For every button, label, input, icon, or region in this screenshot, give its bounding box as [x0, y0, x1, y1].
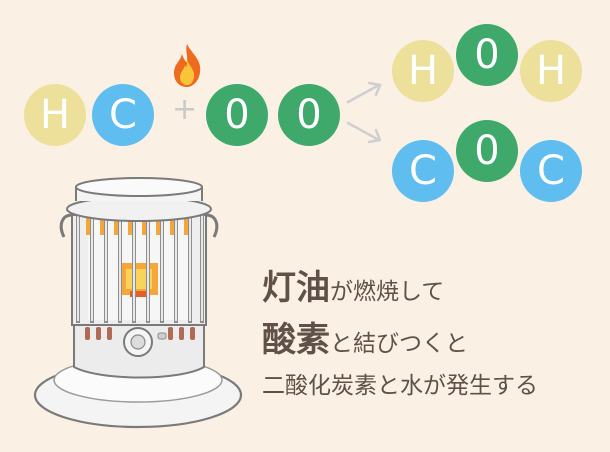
- oxygen-atom: 0: [206, 84, 268, 146]
- caption-line-1: 灯油が燃焼して: [262, 260, 444, 309]
- hydrogen-atom: H: [520, 40, 582, 102]
- carbon-atom: C: [520, 140, 582, 202]
- hydrogen-atom: H: [392, 40, 454, 102]
- hydrogen-atom: H: [24, 84, 86, 146]
- flame-icon: [174, 44, 201, 87]
- kerosene-heater-illustration: [33, 177, 243, 429]
- caption-line-3: 二酸化炭素と水が発生する: [262, 373, 538, 399]
- oxygen-atom: 0: [278, 84, 340, 146]
- plus-sign: +: [172, 92, 198, 127]
- caption-text: と結びつくと: [330, 331, 468, 357]
- caption-line-2: 酸素と結びつくと: [262, 312, 468, 361]
- oxygen-atom: 0: [456, 120, 518, 182]
- caption-keyword-oxygen: 酸素: [262, 320, 330, 360]
- caption-keyword-kerosene: 灯油: [262, 268, 330, 308]
- arrow-icon: [346, 121, 382, 144]
- oxygen-atom: 0: [456, 24, 518, 86]
- carbon-atom: C: [392, 140, 454, 202]
- caption-text: が燃焼して: [330, 279, 445, 305]
- arrow-icon: [346, 81, 382, 104]
- carbon-atom: C: [92, 84, 154, 146]
